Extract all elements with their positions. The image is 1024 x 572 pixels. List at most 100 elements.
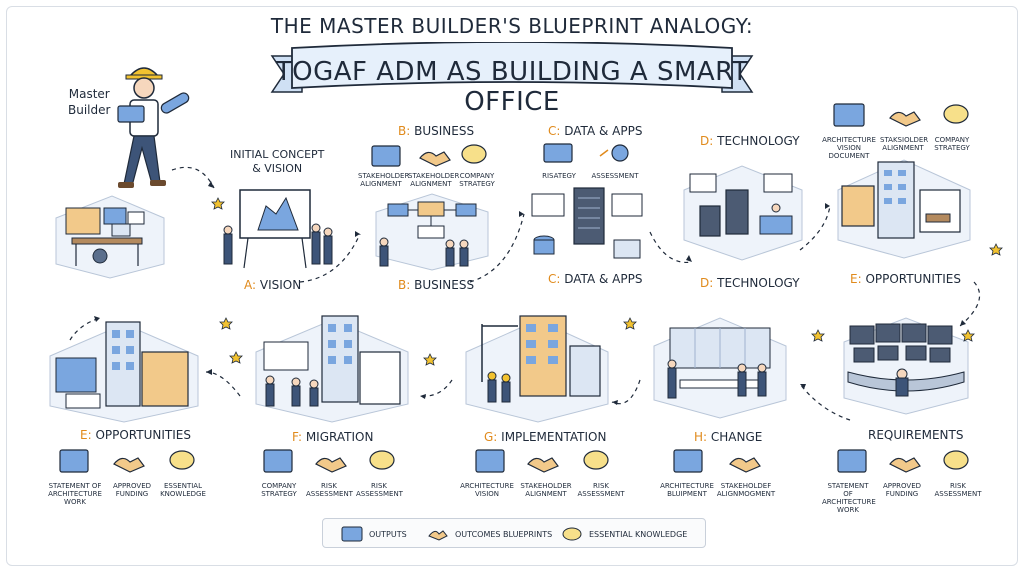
- flow-arrow: [171, 166, 215, 189]
- f-icon-label-3: RISK ASSESSMENT: [356, 482, 403, 498]
- technology-scene: [683, 165, 803, 261]
- stage-e-label-right: E: OPPORTUNITIES: [850, 272, 961, 286]
- blueprint-icon: [837, 449, 867, 473]
- legend: OUTPUTS OUTCOMES BLUEPRINTS ESSENTIAL KN…: [322, 518, 706, 548]
- blueprint-icon: [263, 449, 293, 473]
- speech-bubble-icon: [562, 527, 582, 541]
- legend-outcomes: OUTCOMES BLUEPRINTS: [427, 519, 552, 549]
- diagram-title: THE MASTER BUILDER'S BLUEPRINT ANALOGY:: [270, 14, 754, 38]
- requirements-control-room-scene: [843, 317, 969, 415]
- e-top-icon-label-3: COMPANY STRATEGY: [934, 136, 970, 152]
- flow-arrow: [69, 317, 101, 341]
- e-bottom-icon-row: [59, 449, 195, 473]
- speech-bubble-icon: [461, 144, 487, 164]
- g-icon-label-3: RISK ASSESSMENT: [577, 482, 625, 498]
- flow-arrow: [469, 213, 525, 283]
- legend-knowledge: ESSENTIAL KNOWLEDGE: [561, 519, 687, 549]
- business-scene: [375, 193, 489, 271]
- change-scene: [653, 317, 787, 419]
- implementation-construction-scene: [465, 315, 609, 423]
- star-icon: [423, 353, 437, 366]
- ribbon-banner: [270, 42, 754, 93]
- e-bottom-icon-label-1: STATEMENT OF ARCHITECTURE WORK: [48, 482, 102, 506]
- star-icon: [623, 317, 637, 330]
- handshake-icon: [729, 457, 761, 473]
- stage-b-label-top: B: BUSINESS: [398, 124, 475, 138]
- req-icon-row: [837, 449, 969, 473]
- stage-b-label-bottom: B: BUSINESS: [398, 278, 475, 292]
- star-icon: [219, 317, 233, 330]
- g-icon-label-2: STAKEHOLDER ALIGNMENT: [520, 482, 572, 498]
- stage-f-label: F: MIGRATION: [292, 430, 374, 444]
- handshake-icon: [315, 457, 347, 473]
- stage-d-label-top: D: TECHNOLOGY: [700, 134, 800, 148]
- diagram-frame: [6, 6, 1018, 566]
- master-builder-label: Master Builder: [68, 87, 111, 117]
- stage-h-label: H: CHANGE: [694, 430, 763, 444]
- starting-office-scene: [55, 195, 165, 279]
- f-icon-label-2: RISK ASSESSMENT: [306, 482, 353, 498]
- initial-concept-label: INITIAL CONCEPT & VISION: [230, 148, 325, 175]
- flow-arrow: [299, 233, 361, 283]
- speech-bubble-icon: [369, 450, 395, 470]
- speech-bubble-icon: [583, 450, 609, 470]
- flow-arrow: [649, 231, 693, 264]
- flow-arrow: [611, 379, 641, 405]
- flow-arrow: [419, 379, 453, 397]
- banner-title: TOGAF ADM AS BUILDING A SMART OFFICE: [275, 57, 749, 117]
- flow-arrow: [799, 205, 831, 251]
- speech-bubble-icon: [169, 450, 195, 470]
- handshake-icon: [889, 111, 921, 127]
- master-builder-figure: [117, 67, 190, 188]
- opportunities-office-scene: [837, 159, 971, 259]
- stage-g-label: G: IMPLEMENTATION: [484, 430, 607, 444]
- g-icon-row: [475, 449, 609, 473]
- handshake-icon: [113, 457, 145, 473]
- e-top-icon-label-1: ARCHITECTURE VISION DOCUMENT: [822, 136, 876, 160]
- stage-e-label-left: E: OPPORTUNITIES: [80, 428, 191, 442]
- c-icon-row: [543, 143, 629, 163]
- e-bottom-icon-label-3: ESSENTIAL KNOWLEDGE: [160, 482, 206, 498]
- opportunities-building-scene: [49, 321, 199, 423]
- migration-scene: [255, 315, 409, 423]
- req-icon-label-3: RISK ASSESSMENT: [934, 482, 982, 498]
- h-icon-label-1: ARCHITECTURE BLUIPMENT: [660, 482, 714, 498]
- handshake-icon: [428, 530, 448, 541]
- b-icon-label-2: STAKEHOLDER ALIGNMENT: [408, 172, 460, 188]
- stage-c-label-top: C: DATA & APPS: [548, 124, 643, 138]
- e-top-icon-row: [833, 103, 969, 127]
- h-icon-row: [673, 449, 761, 473]
- blueprint-icon: [543, 143, 573, 163]
- stage-c-label-bottom: C: DATA & APPS: [548, 272, 643, 286]
- req-icon-label-1: STATEMENT OF ARCHITECTURE WORK: [822, 482, 876, 514]
- blueprint-icon: [59, 449, 89, 473]
- handshake-icon: [419, 151, 451, 167]
- handshake-icon: [889, 457, 921, 473]
- speech-bubble-icon: [943, 104, 969, 124]
- flow-arrow: [959, 281, 981, 327]
- req-icon-label-2: APPROVED FUNDING: [882, 482, 922, 498]
- star-icon: [811, 329, 825, 342]
- blueprint-icon: [833, 103, 865, 127]
- blueprint-icon: [55, 357, 97, 393]
- star-icon: [989, 243, 1003, 256]
- f-icon-label-1: COMPANY STRATEGY: [261, 482, 297, 498]
- e-bottom-icon-label-2: APPROVED FUNDING: [112, 482, 152, 498]
- star-icon: [211, 197, 225, 210]
- star-icon: [229, 351, 243, 364]
- h-icon-label-2: STAKEHOLDEF ALIGNMOGMENT: [716, 482, 776, 498]
- flow-arrow: [205, 371, 241, 397]
- vision-scene: [223, 189, 333, 269]
- blueprint-icon: [117, 105, 145, 123]
- c-icon-label-1: RISATEGY: [542, 172, 576, 180]
- data-apps-scene: [531, 187, 643, 259]
- b-icon-label-1: STAKEHOLDER ALIGNMENT: [358, 172, 410, 188]
- blueprint-icon: [673, 449, 703, 473]
- stage-a-label: A: VISION: [244, 278, 302, 292]
- stage-d-label-bottom: D: TECHNOLOGY: [700, 276, 800, 290]
- blueprint-icon: [475, 449, 505, 473]
- c-icon-label-2: ASSESSMENT: [591, 172, 639, 180]
- blueprint-icon: [341, 526, 363, 542]
- g-icon-label-1: ARCHITECTURE VISION: [460, 482, 514, 498]
